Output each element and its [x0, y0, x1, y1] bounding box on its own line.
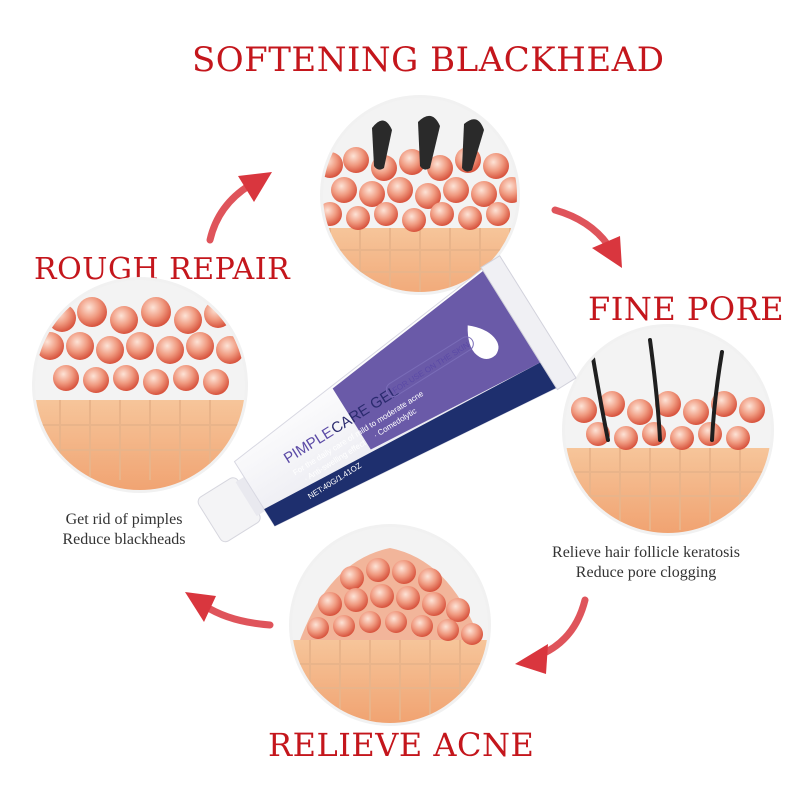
skin-cross-section-top — [320, 95, 520, 295]
caption-left: Get rid of pimples Reduce blackheads — [40, 510, 208, 550]
arrow-icon — [206, 172, 272, 244]
caption-right: Relieve hair follicle keratosis Reduce p… — [520, 543, 772, 583]
skin-cross-section-right — [562, 324, 774, 536]
arrow-icon — [185, 592, 274, 629]
hair-follicle — [590, 338, 724, 442]
caption-left-line1: Get rid of pimples — [65, 511, 183, 528]
heading-softening-blackhead: SOFTENING BLACKHEAD — [192, 40, 665, 80]
caption-left-line2: Reduce blackheads — [62, 531, 186, 548]
caption-right-line1: Relieve hair follicle keratosis — [552, 544, 740, 561]
arrow-icon — [515, 596, 589, 674]
heading-relieve-acne: RELIEVE ACNE — [268, 726, 535, 764]
blackhead-plug — [372, 115, 484, 172]
skin-cross-section-left — [32, 277, 248, 493]
droplet-icon — [467, 325, 499, 360]
arrow-icon — [551, 206, 622, 268]
heading-fine-pore: FINE PORE — [588, 290, 785, 328]
caption-right-line2: Reduce pore clogging — [575, 564, 717, 581]
skin-cross-section-bottom — [289, 524, 491, 726]
gel-tube: PIMPLE CARE GEL FOR USE ON THE SKIN For … — [197, 255, 577, 543]
